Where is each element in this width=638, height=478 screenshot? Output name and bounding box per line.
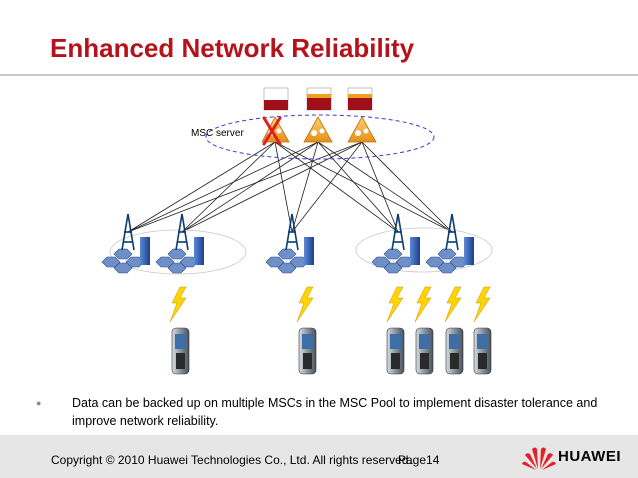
data-flag-icon [347, 87, 373, 111]
mobile-phone-icon [386, 327, 405, 375]
mobile-phone-icon [445, 327, 464, 375]
bsc-cabinet-icon [464, 237, 474, 265]
cell-hexagon-icon [371, 248, 415, 274]
huawei-logo-icon [522, 447, 556, 470]
footer-bar: Copyright © 2010 Huawei Technologies Co.… [0, 435, 638, 478]
lightning-icon [169, 286, 187, 323]
mss-server-icon [303, 116, 333, 143]
lightning-icon [444, 286, 462, 323]
data-flag-icon [263, 87, 289, 111]
failure-x-icon [262, 116, 282, 146]
cell-hexagon-icon [155, 248, 199, 274]
lightning-icon [414, 286, 432, 323]
lightning-icon [386, 286, 404, 323]
brand-name: HUAWEI [558, 448, 621, 465]
base-station-tower-icon [121, 213, 135, 251]
copyright-text: Copyright © 2010 Huawei Technologies Co.… [51, 453, 412, 467]
mobile-phone-icon [298, 327, 317, 375]
base-station-tower-icon [445, 213, 459, 251]
page-number: Page14 [398, 453, 440, 467]
base-station [425, 213, 474, 274]
msc-pool-diagram: MSC server ... [101, 87, 493, 375]
slide-title: Enhanced Network Reliability [50, 33, 415, 63]
base-station [101, 213, 150, 274]
cell-hexagon-icon [101, 248, 145, 274]
mobile-phone-icon [473, 327, 492, 375]
mss-server-icon [347, 116, 377, 143]
mobile-phone-icon [415, 327, 434, 375]
bss-group-outline [109, 229, 247, 275]
connection-lines [127, 141, 453, 233]
base-station-tower-icon [175, 213, 189, 251]
bullet-dot-icon: ● [36, 398, 42, 408]
bsc-cabinet-icon [304, 237, 314, 265]
base-station-tower-icon [391, 213, 405, 251]
msc-server-label: MSC server [191, 128, 244, 139]
mobile-phone-icon [171, 327, 190, 375]
cell-hexagon-icon [425, 248, 469, 274]
base-station [265, 213, 314, 274]
title-divider [0, 74, 638, 76]
bsc-cabinet-icon [194, 237, 204, 265]
lightning-icon [473, 286, 491, 323]
bsc-cabinet-icon [140, 237, 150, 265]
data-flag-icon [306, 87, 332, 111]
bsc-cabinet-icon [410, 237, 420, 265]
cell-hexagon-icon [265, 248, 309, 274]
lightning-icon [296, 286, 314, 323]
base-station [371, 213, 420, 274]
bullet-text: Data can be backed up on multiple MSCs i… [72, 396, 598, 428]
base-station [155, 213, 204, 274]
bss-group-outline [355, 227, 493, 273]
msc-pool-outline [205, 114, 435, 160]
huawei-logo: HUAWEI [522, 443, 632, 471]
base-station-tower-icon [285, 213, 299, 251]
